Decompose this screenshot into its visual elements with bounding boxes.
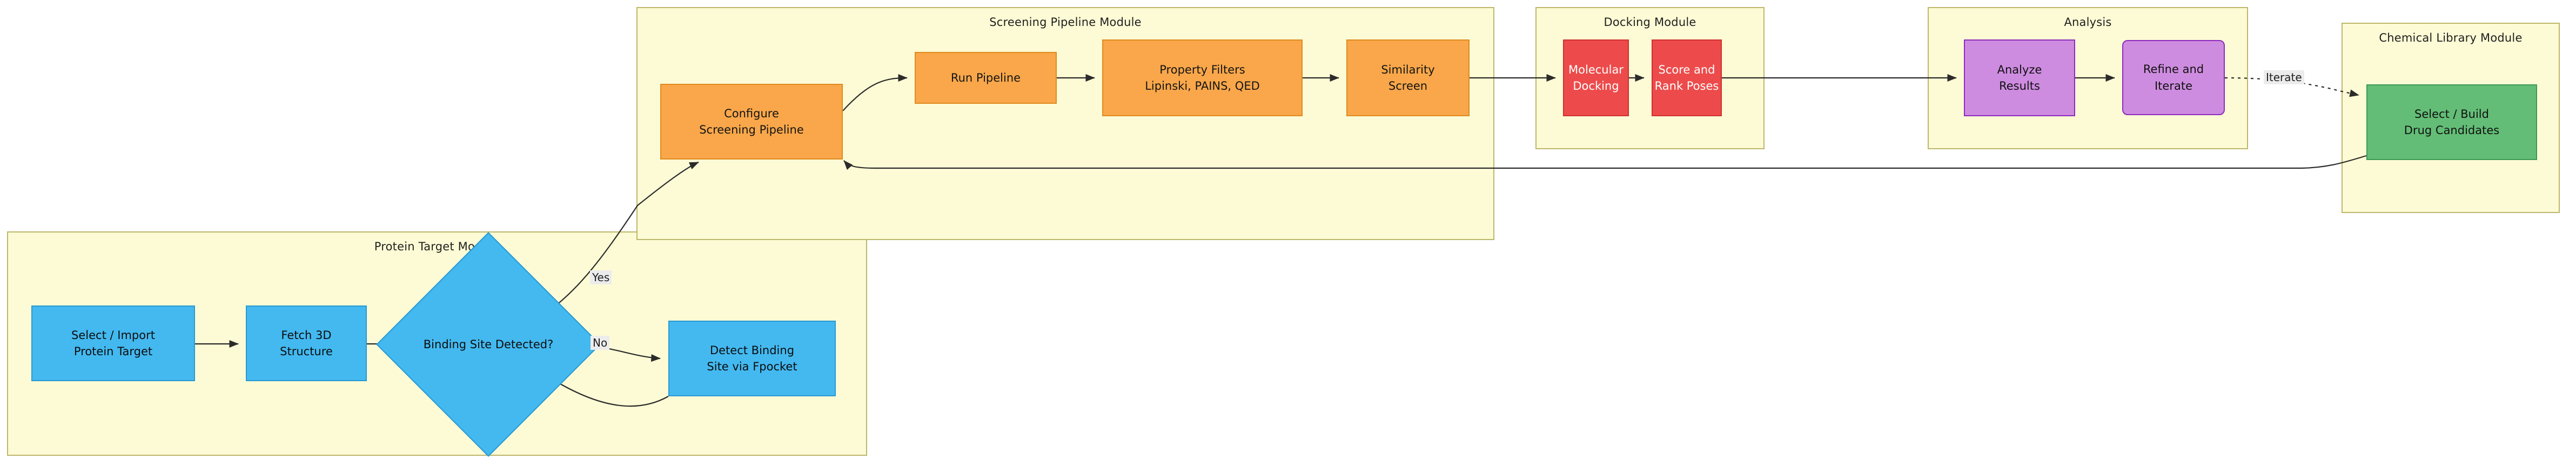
node-line: Structure — [280, 345, 333, 358]
node-line: Lipinski, PAINS, QED — [1145, 79, 1260, 92]
module-title-docking: Docking Module — [1604, 16, 1696, 29]
node-similarity-screen[interactable]: Similarity Screen — [1346, 39, 1470, 116]
node-fetch-3d-structure[interactable]: Fetch 3D Structure — [246, 305, 367, 381]
node-detect-binding-site-via-fpocket[interactable]: Detect Binding Site via Fpocket — [668, 321, 836, 396]
edge-label-iterate: Iterate — [2264, 70, 2304, 84]
node-line: Similarity — [1381, 63, 1435, 76]
module-title-analysis: Analysis — [2064, 16, 2112, 29]
node-property-filters[interactable]: Property Filters Lipinski, PAINS, QED — [1102, 39, 1303, 116]
node-select-build-drug-candidates[interactable]: Select / Build Drug Candidates — [2366, 84, 2537, 160]
node-select-import-protein-target[interactable]: Select / Import Protein Target — [31, 305, 195, 381]
node-score-and-rank-poses[interactable]: Score and Rank Poses — [1652, 39, 1722, 116]
node-line: Screening Pipeline — [699, 123, 804, 136]
node-line: Drug Candidates — [2404, 124, 2500, 137]
node-run-pipeline[interactable]: Run Pipeline — [915, 52, 1057, 104]
node-line: Detect Binding — [709, 343, 795, 357]
node-line: Configure — [724, 107, 779, 120]
edge-label-yes: Yes — [590, 270, 612, 284]
edge-label-no: No — [591, 336, 610, 350]
node-line: Run Pipeline — [950, 71, 1021, 84]
node-binding-site-detected[interactable]: Binding Site Detected? — [376, 232, 601, 457]
node-line: Iterate — [2154, 79, 2192, 92]
node-line: Refine and — [2143, 63, 2204, 76]
node-line: Analyze — [1997, 63, 2042, 76]
node-line: Screen — [1388, 79, 1428, 92]
node-line: Select / Build — [2414, 107, 2489, 121]
node-line: Docking — [1573, 79, 1619, 92]
module-title-protein-target: Protein Target Module — [374, 240, 500, 253]
node-line: Rank Poses — [1654, 79, 1719, 92]
node-line: Select / Import — [71, 328, 155, 342]
node-line: Binding Site — [423, 337, 492, 351]
node-refine-and-iterate[interactable]: Refine and Iterate — [2122, 40, 2225, 115]
node-molecular-docking[interactable]: Molecular Docking — [1563, 39, 1629, 116]
node-line: Score and — [1658, 63, 1715, 76]
node-line: Protein Target — [73, 345, 153, 358]
node-line: Results — [1999, 79, 2040, 92]
node-line: Property Filters — [1159, 63, 1245, 76]
node-line: Molecular — [1568, 63, 1624, 76]
node-configure-screening-pipeline[interactable]: Configure Screening Pipeline — [660, 84, 843, 160]
node-analyze-results[interactable]: Analyze Results — [1964, 39, 2075, 116]
module-title-screening-pipeline: Screening Pipeline Module — [989, 16, 1142, 29]
node-line: Fetch 3D — [281, 328, 332, 342]
node-line: Site via Fpocket — [707, 360, 797, 373]
node-line: Detected? — [495, 337, 554, 351]
module-title-chemical-library: Chemical Library Module — [2379, 31, 2523, 44]
